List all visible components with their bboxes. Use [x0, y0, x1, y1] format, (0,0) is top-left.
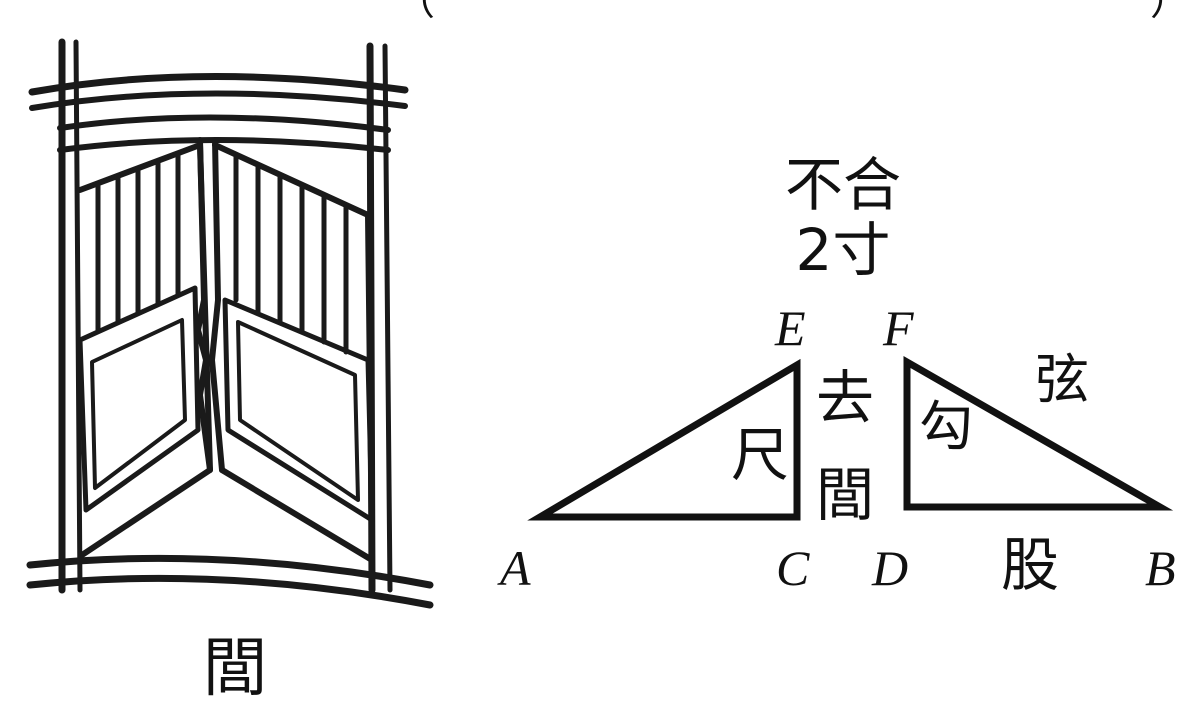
right-leaf-panel	[222, 297, 375, 523]
label-open-gap: 去	[816, 364, 874, 432]
point-c: C	[776, 540, 810, 596]
point-b: B	[1145, 540, 1176, 596]
top-bracket-left: （	[395, 0, 435, 24]
right-slats	[233, 153, 349, 355]
geometry-figure: 不合 2寸 E F A C D B 去 閭 尺 勾 弦 股	[497, 151, 1176, 599]
label-not-closed: 不合	[785, 151, 901, 219]
left-slats	[95, 151, 181, 333]
center-gap-left	[195, 137, 213, 473]
top-bracket-right: ）	[1150, 0, 1190, 24]
right-post-inner	[382, 43, 393, 593]
door-caption: 閭	[203, 632, 267, 706]
label-xian: 弦	[1035, 348, 1089, 411]
point-a: A	[497, 540, 531, 596]
point-f: F	[882, 300, 914, 356]
top-beam-upper	[28, 73, 409, 96]
bottom-beam-lower	[26, 574, 434, 609]
right-leaf-panel-inner	[236, 320, 360, 502]
label-open-gap-char: 閭	[816, 461, 874, 529]
top-beam-lower	[29, 90, 408, 111]
left-leaf-panel	[77, 285, 201, 513]
lintel-upper	[57, 114, 391, 133]
door-illustration: 閭	[26, 38, 434, 706]
left-post-inner	[73, 39, 83, 593]
point-e: E	[774, 300, 806, 356]
center-gap-right	[209, 137, 225, 473]
label-gou: 勾	[919, 395, 973, 458]
left-leaf-panel-inner	[90, 318, 187, 490]
triangle-ace	[527, 358, 801, 521]
point-d: D	[871, 540, 908, 596]
triangle-dbf	[903, 355, 1174, 511]
label-gap-amount: 2寸	[796, 216, 891, 284]
label-gu: 股	[1001, 531, 1059, 599]
label-ruler: 尺	[731, 421, 789, 489]
bottom-beam-upper	[26, 554, 434, 589]
